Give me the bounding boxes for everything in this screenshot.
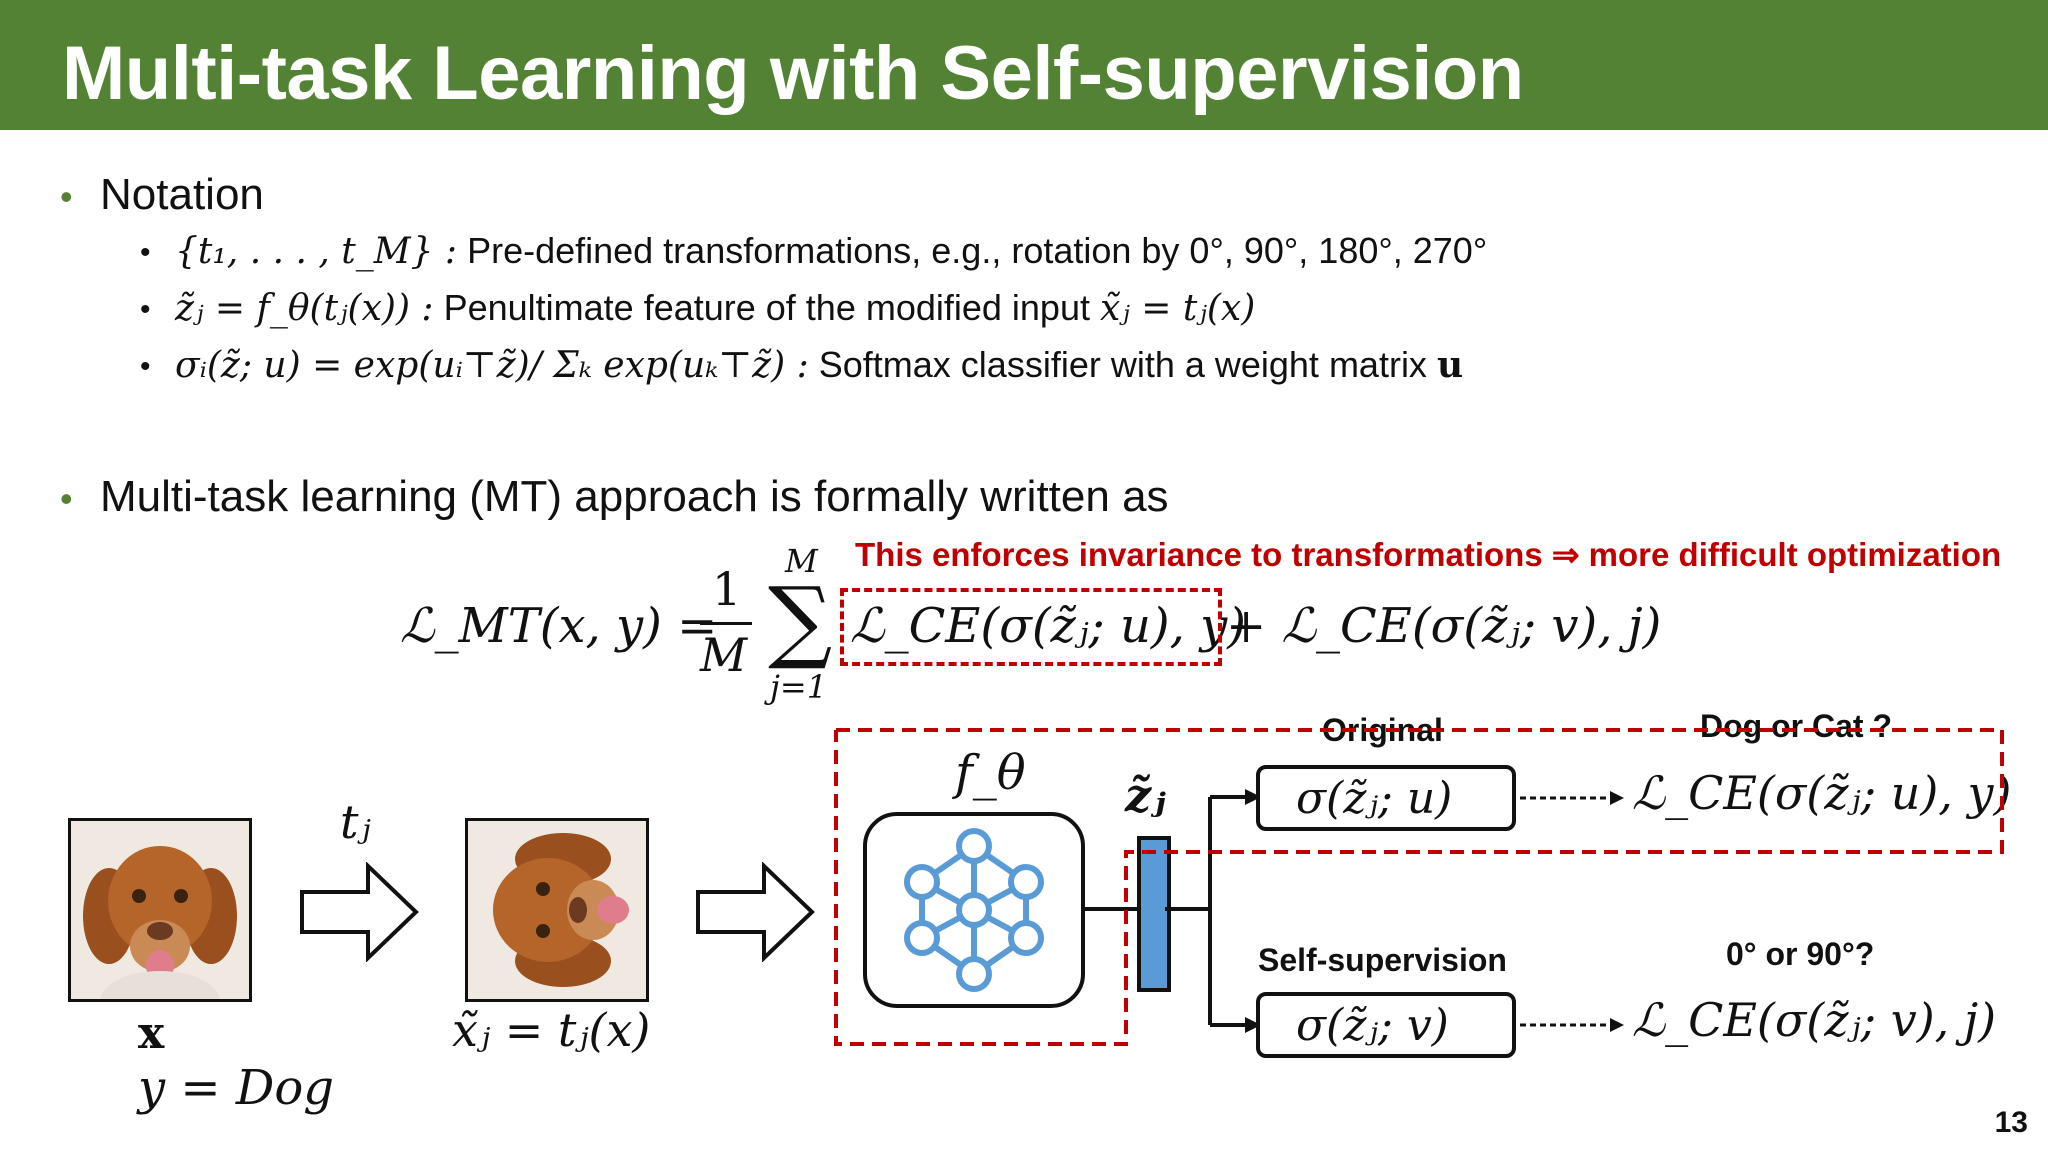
title-bar: Multi-task Learning with Self-supervisio… — [0, 0, 2048, 130]
notation-item-3-math: σᵢ(z̃; u) = exp(uᵢ⊤z̃)/ Σₖ exp(uₖ⊤z̃) : — [175, 345, 809, 386]
input-label: x — [138, 1008, 165, 1059]
branch-connector — [1165, 789, 1261, 1033]
notation-heading: Notation — [100, 170, 264, 219]
transformed-dog-image — [465, 818, 649, 1002]
branch-top-box-label: σ(z̃ⱼ; u) — [1296, 773, 1453, 824]
notation-item-3: σᵢ(z̃; u) = exp(uᵢ⊤z̃)/ Σₖ exp(uₖ⊤z̃) : … — [175, 344, 1463, 386]
branch-bottom-question: 0° or 90°? — [1726, 936, 1875, 972]
transform-arrow — [300, 862, 419, 962]
equation-sum-bottom: j=1 — [770, 668, 828, 706]
branch-bottom-arrow — [1520, 1018, 1624, 1032]
input-dog-image — [68, 818, 252, 1002]
equation-sum-symbol: ∑ — [768, 568, 833, 673]
branch-bottom-heading: Self-supervision — [1258, 942, 1507, 978]
notation-item-2: z̃ⱼ = f_θ(tⱼ(x)) : Penultimate feature o… — [175, 287, 1255, 329]
bullet-dot: • — [60, 478, 73, 519]
branch-top-box: σ(z̃ⱼ; u) — [1256, 765, 1516, 831]
notation-item-2-text: Penultimate feature of the modified inpu… — [443, 287, 1090, 328]
branch-bottom-box: σ(z̃ⱼ; v) — [1256, 992, 1516, 1058]
mt-heading: Multi-task learning (MT) approach is for… — [100, 472, 1169, 521]
equation-sum-top: M — [785, 542, 818, 580]
equation-term-2: + ℒ_CE(σ(z̃ⱼ; v), j) — [1226, 598, 1662, 654]
bullet-dot: • — [60, 176, 73, 217]
mt-note: This enforces invariance to transformati… — [855, 536, 2002, 573]
notation-item-3-text: Softmax classifier with a weight matrix — [818, 344, 1427, 385]
transform-label: tⱼ — [340, 795, 371, 849]
bullet-dot: • — [140, 350, 151, 383]
equation-frac-bar — [700, 622, 752, 625]
notation-item-2-math-tail: x̃ⱼ = tⱼ(x) — [1100, 288, 1256, 329]
network-label: f_θ — [955, 745, 1026, 801]
feature-vector-bar — [1137, 836, 1171, 992]
notation-item-3-math-tail: u — [1436, 344, 1464, 386]
bullet-dot: • — [140, 293, 151, 326]
input-class: y = Dog — [138, 1060, 334, 1116]
neural-network-icon — [904, 828, 1044, 992]
notation-item-2-math: z̃ⱼ = f_θ(tⱼ(x)) : — [175, 288, 434, 329]
network-box — [863, 812, 1085, 1008]
notation-item-1: {t₁, . . . , t_M} : Pre-defined transfor… — [175, 230, 1487, 272]
equation-frac-num: 1 — [712, 562, 742, 616]
branch-bottom-box-label: σ(z̃ⱼ; v) — [1296, 1000, 1449, 1051]
page-number: 13 — [1994, 1106, 2028, 1139]
highlight-box-term-1 — [840, 588, 1222, 666]
equation-frac-den: M — [700, 628, 748, 682]
equation-term-1: ℒ_CE(σ(z̃ⱼ; u), y) — [850, 598, 1246, 654]
branch-top-question: Dog or Cat ? — [1700, 708, 1892, 744]
branch-top-arrow — [1520, 791, 1624, 805]
notation-item-1-text: Pre-defined transformations, e.g., rotat… — [467, 230, 1488, 271]
network-input-arrow — [696, 862, 815, 962]
slide-title: Multi-task Learning with Self-supervisio… — [62, 31, 1524, 116]
equation-lhs: ℒ_MT(x, y) = — [400, 598, 718, 654]
branch-bottom-loss: ℒ_CE(σ(z̃ⱼ; v), j) — [1632, 993, 1997, 1047]
branch-top-loss: ℒ_CE(σ(z̃ⱼ; u), y) — [1632, 766, 2012, 820]
notation-item-1-math: {t₁, . . . , t_M} : — [175, 231, 458, 272]
network-to-feature-line — [1085, 907, 1137, 911]
transformed-label: x̃ⱼ = tⱼ(x) — [452, 1003, 651, 1057]
feature-label: z̃ⱼ — [1125, 768, 1166, 822]
original-branch-highlight — [834, 728, 2004, 1046]
bullet-dot: • — [140, 236, 151, 269]
